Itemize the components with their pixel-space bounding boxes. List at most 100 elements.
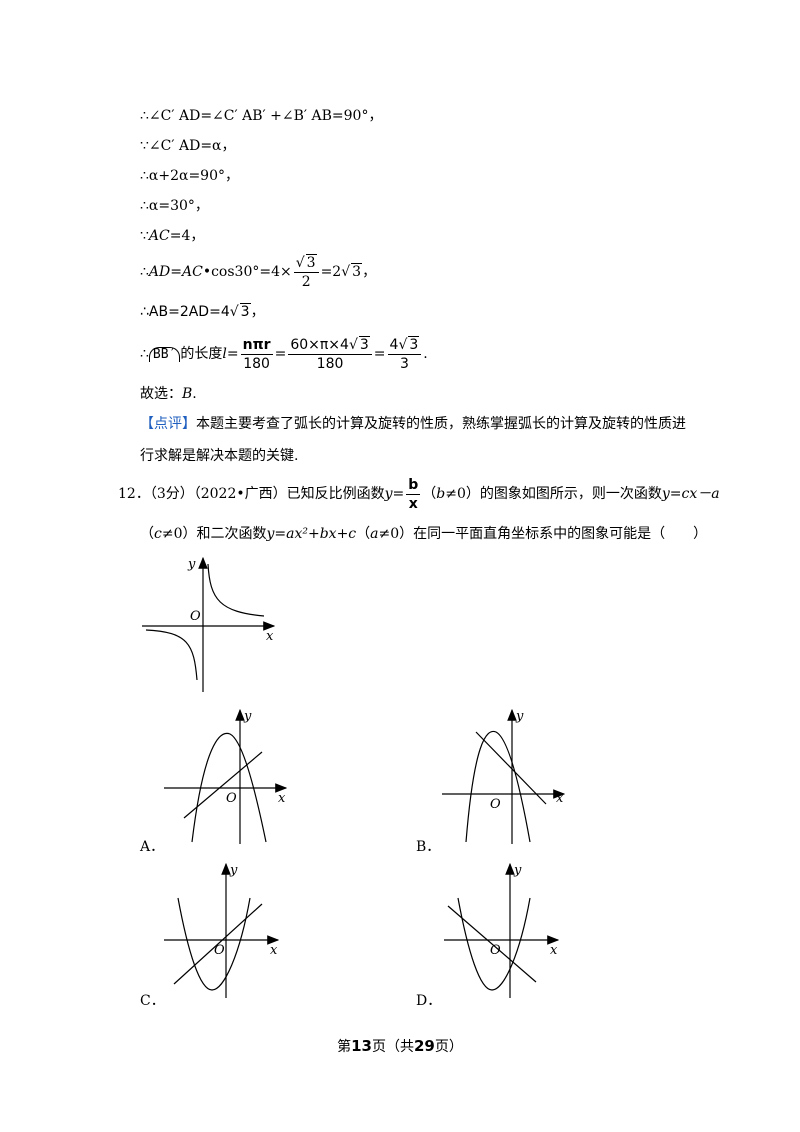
solution-line-3: ∴α+2α=90°， [140,168,239,184]
solution-line-5: ∵AC=4， [140,226,204,246]
eq-text: =2 [320,264,342,280]
page-number: 13 [351,1037,372,1055]
hyperbola-figure: y x O [142,556,276,692]
q-text: （ [140,526,154,542]
hyperbola-branch-q1 [207,563,265,617]
eq-text: =4， [169,228,205,244]
x-label: x [278,791,286,806]
denominator: 2 [301,273,311,290]
therefore-symbol: ∵ [140,228,149,244]
parabola [457,897,531,991]
var-ac: AC [182,264,203,280]
therefore-symbol: ∴ [140,346,149,362]
y-label: y [187,557,196,572]
numerator: 4 [389,336,399,353]
question-number: 12．（3分）（2022•广西）已知反比例函数 [118,486,385,502]
linear-func: y=cx－a [661,486,720,502]
comment-line-1: 【点评】本题主要考查了弧长的计算及旋转的性质，熟练掌握弧长的计算及旋转的性质进 [140,414,686,434]
radicand: 3 [408,335,420,353]
radicand: 3 [239,303,251,320]
option-c-graph[interactable]: y x O [160,858,288,1000]
footer-text: 页（共 [372,1039,414,1055]
y-label: y [229,863,238,878]
solution-line-2: ∵∠C′ AD=α， [140,138,236,154]
numerator: nπr [240,336,273,355]
line [447,905,537,983]
var-b: b [436,486,446,502]
q-text: （ [422,486,437,502]
quadratic-func: y=ax²+bx+c [266,526,357,542]
footer-text: 第 [337,1039,352,1055]
option-b-label[interactable]: B． [416,839,441,855]
denominator: 180 [243,355,270,372]
denominator: 180 [316,355,344,372]
solution-line-4: ∴α=30°， [140,198,209,214]
line [183,751,263,819]
origin-label: O [190,609,201,624]
eq-text: ∴AB=2AD=4 [140,304,230,320]
origin-label: O [226,791,237,806]
origin-label: O [214,943,225,958]
y-label: y [515,709,524,724]
q-text: ≠0）和二次函数 [161,526,267,542]
origin-label: O [490,797,501,812]
var-c: c [154,526,162,542]
origin-label: O [490,943,501,958]
option-a-label[interactable]: A． [140,839,165,855]
radicand: 3 [358,335,370,353]
numerator: b [406,476,421,495]
q-text: ≠0）在同一平面直角坐标系中的图象可能是（ ） [378,526,708,542]
eq-text: . [423,346,428,362]
var-l: l [222,346,227,362]
eq-text: •cos30°=4× [202,264,292,280]
y-label: y [513,863,522,878]
eq-text: . [192,386,197,402]
radicand: 3 [351,263,363,280]
hyperbola-branch-q3 [145,629,198,681]
solution-line-7: ∴AB=2AD=4√3， [140,303,265,320]
option-b-graph[interactable]: y x O [436,704,570,846]
option-c-label[interactable]: C． [140,993,165,1009]
arc-bb-prime: BB′ [148,347,181,362]
x-label: x [270,943,278,958]
x-label: x [556,791,564,806]
q-text: （ [356,526,371,542]
option-d-graph[interactable]: y x O [440,858,568,1000]
eq-text: 的长度 [180,346,223,362]
line [173,903,263,985]
page-footer: 第13页（共29页） [0,1036,800,1056]
denominator: x [408,495,418,512]
q-text: ≠0）的图象如图所示，则一次函数 [445,486,662,502]
func-y: y= [384,486,405,502]
var-ad: AD [148,264,171,280]
y-label: y [243,709,252,724]
var-ac: AC [148,228,170,244]
parabola [191,732,267,843]
option-a-graph[interactable]: y x O [158,704,292,846]
option-d-label[interactable]: D． [416,993,442,1009]
question-line-2: （c≠0）和二次函数y=ax²+bx+c（a≠0）在同一平面直角坐标系中的图象可… [140,524,707,544]
comment-text: 本题主要考查了弧长的计算及旋转的性质，熟练掌握弧长的计算及旋转的性质进 [196,416,686,432]
answer-prefix: 故选： [140,386,182,402]
eq-text: ， [362,264,377,280]
eq-text: = [226,346,239,362]
comment-line-2: 行求解是解决本题的关键. [140,448,299,464]
eq-text: ， [250,304,265,320]
x-label: x [550,943,558,958]
denominator: 3 [399,355,409,372]
parabola [177,897,251,991]
x-label: x [266,629,274,644]
answer-letter: B [182,386,193,402]
numerator: 60×π×4 [290,336,349,353]
eq-text: = [373,346,386,362]
total-pages: 29 [414,1037,435,1055]
footer-text: 页） [434,1039,463,1055]
therefore-symbol: ∴ [140,264,149,280]
